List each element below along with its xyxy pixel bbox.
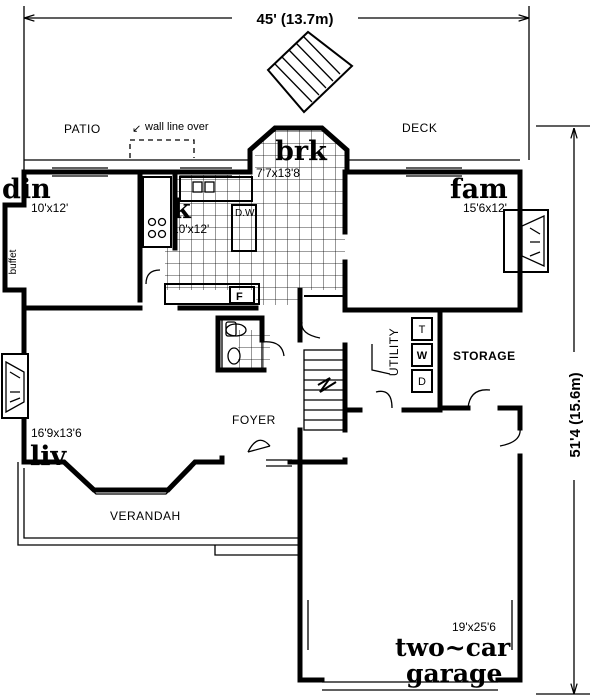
wall-line-arrow-icon: ↙ <box>132 123 141 135</box>
patio-label: PATIO <box>64 122 101 136</box>
kitchen-fixtures <box>142 176 260 305</box>
kitchen-size: 10'x12' <box>172 222 209 236</box>
breakfast-size: 7'7x13'8 <box>256 166 300 180</box>
garage-name-line2: garage <box>406 659 502 688</box>
garage-name-line1: two~car <box>395 633 511 662</box>
width-dimension <box>23 6 530 160</box>
fridge-label: F <box>236 291 243 303</box>
verandah-lines <box>17 462 300 556</box>
deck-stairs <box>266 30 354 114</box>
depth-dimension-label: 51'4 (15.6m) <box>567 372 584 457</box>
outdoor-lines <box>23 100 530 172</box>
washer-label: W <box>417 350 428 362</box>
dryer-label: D <box>418 376 426 388</box>
storage-label: STORAGE <box>453 349 516 363</box>
deck-label: DECK <box>402 121 437 135</box>
family-room-name: fam <box>450 174 508 205</box>
windows <box>52 167 521 691</box>
kitchen-name: k <box>172 194 192 225</box>
living-fireplace <box>1 353 29 419</box>
garage-size: 19'x25'6 <box>452 620 496 634</box>
living-room-size: 16'9x13'6 <box>31 426 82 440</box>
walls <box>2 125 523 683</box>
verandah-label: VERANDAH <box>110 509 181 523</box>
living-room-name: liv <box>30 441 68 472</box>
dishwasher-label: D.W. <box>235 208 257 219</box>
dining-room-name: din <box>2 174 51 205</box>
water-tank-label: T <box>419 324 426 336</box>
laundry-fixtures <box>411 317 433 393</box>
wall-line-note: wall line over <box>144 121 209 133</box>
family-room-size: 15'6x12' <box>463 201 507 215</box>
breakfast-name: brk <box>275 136 328 167</box>
utility-label: UTILITY <box>387 328 401 376</box>
dining-room-size: 10'x12' <box>31 201 68 215</box>
depth-dimension <box>536 125 590 695</box>
doors <box>145 269 521 453</box>
foyer-label: FOYER <box>232 413 276 427</box>
buffet-label: buffet <box>8 249 19 274</box>
width-dimension-label: 45' (13.7m) <box>257 11 334 28</box>
